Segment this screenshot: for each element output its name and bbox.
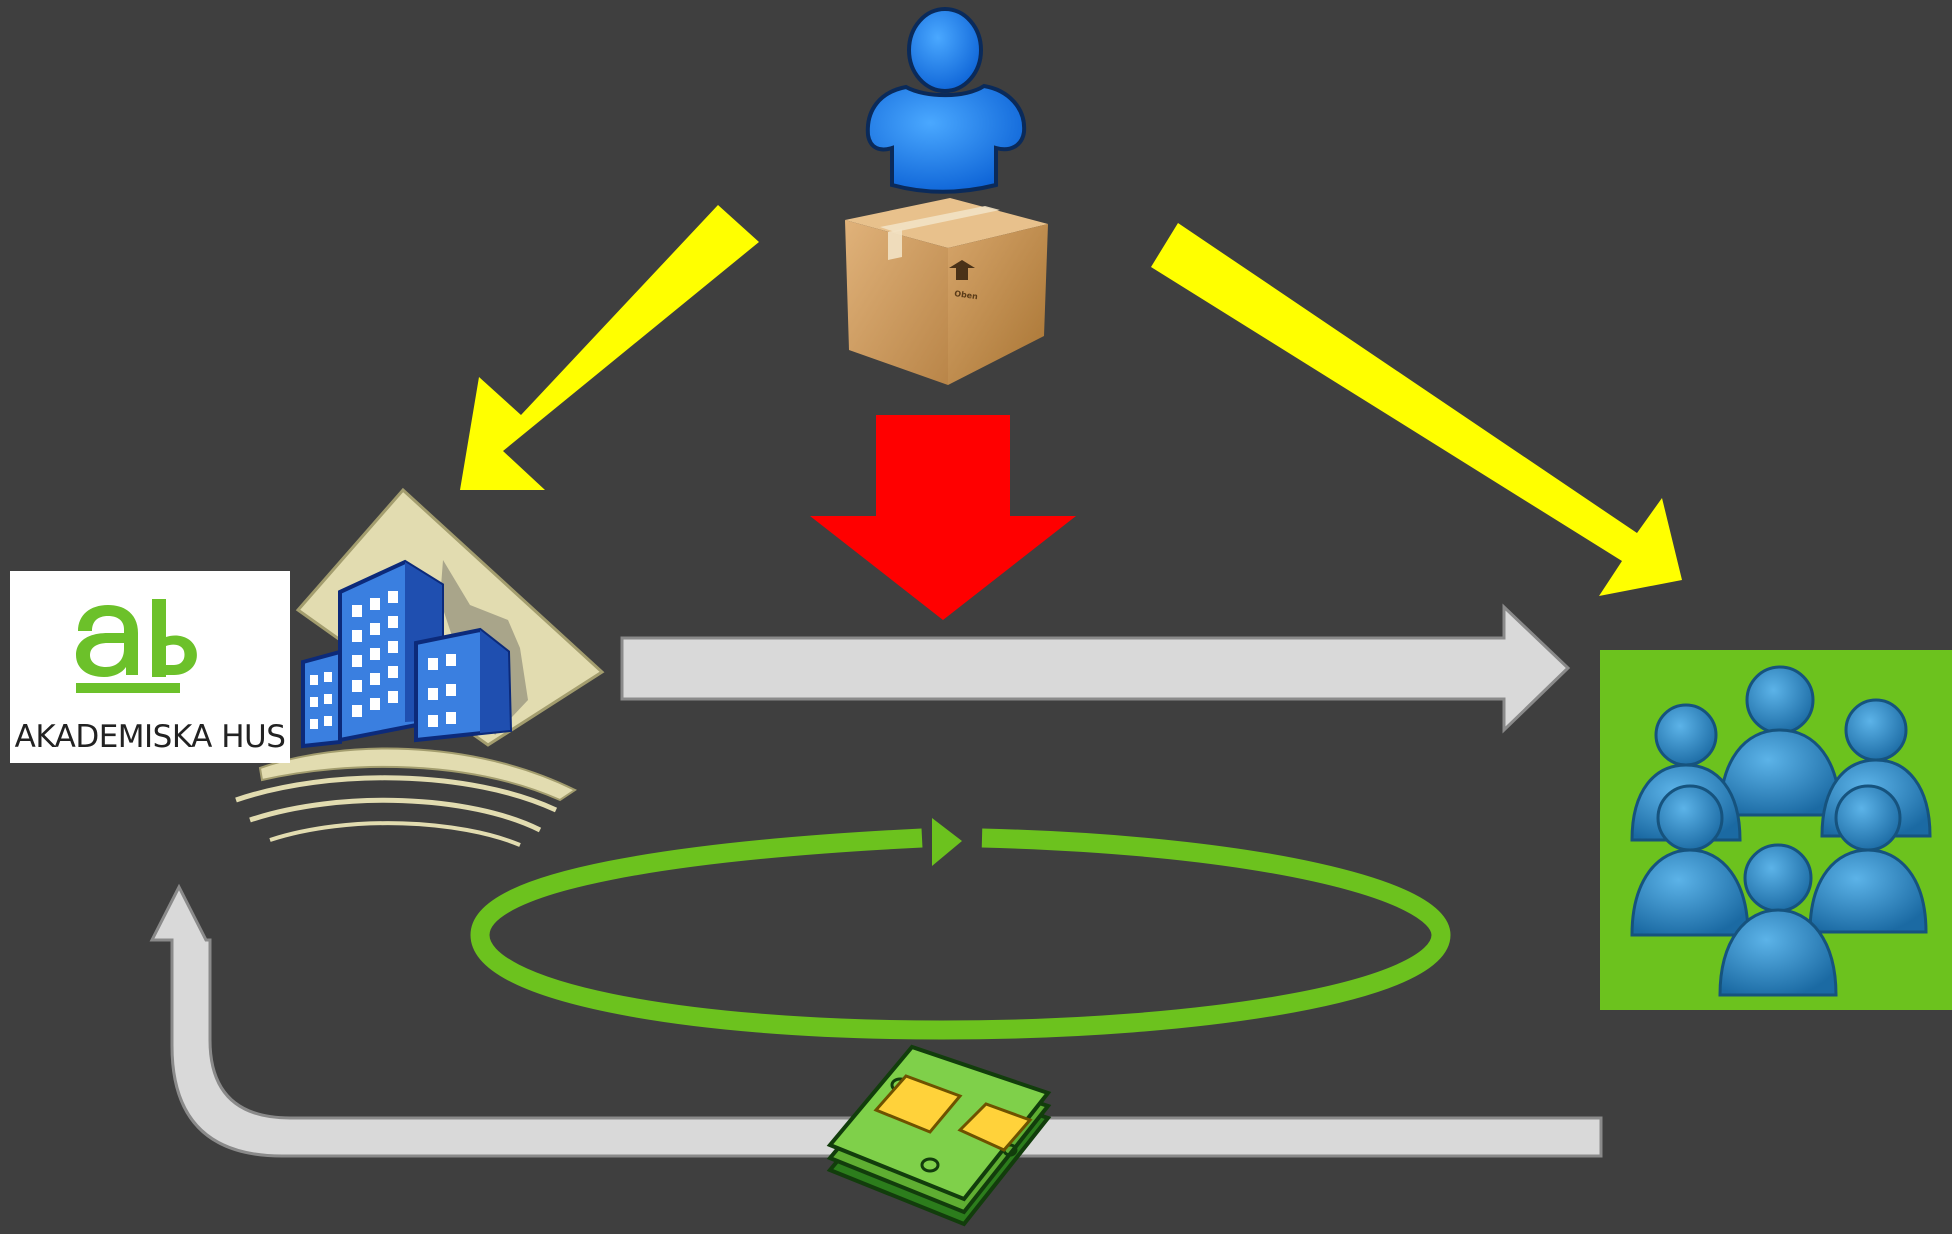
user-group-icon	[1600, 650, 1952, 1010]
ah-logo-mark	[76, 599, 197, 693]
box-label: Oben	[954, 289, 979, 301]
money-stack-icon	[826, 1044, 1052, 1227]
green-cycle-arrow	[470, 828, 1451, 1040]
akademiska-hus-logo: AKADEMISKA HUS	[10, 571, 290, 763]
yellow-arrow-left	[460, 205, 759, 490]
green-cycle-arrowhead	[932, 818, 962, 866]
cardboard-box-icon: Oben	[845, 198, 1048, 385]
yellow-arrow-right	[1151, 223, 1682, 596]
gray-return-arrow	[149, 883, 1603, 1158]
logo-text: AKADEMISKA HUS	[14, 719, 286, 755]
city-buildings-icon	[235, 487, 605, 847]
red-down-arrow	[810, 415, 1076, 620]
gray-right-arrow	[620, 603, 1571, 734]
person-icon	[865, 7, 1027, 194]
